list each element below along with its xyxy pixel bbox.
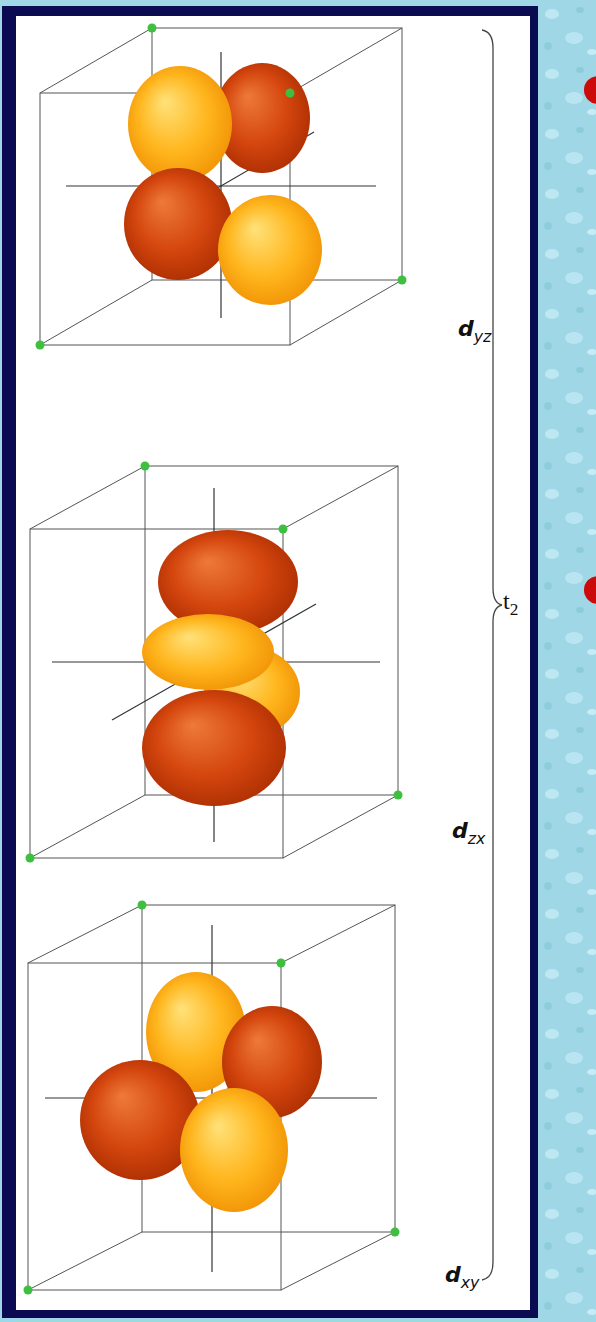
label-base: d	[458, 316, 474, 341]
curly-brace	[482, 30, 502, 1280]
orbital-label: dzx	[452, 818, 485, 844]
vertex-dots	[26, 462, 403, 863]
cube-frame	[28, 905, 395, 1290]
label-base: d	[445, 1262, 461, 1287]
axis-lines	[66, 52, 376, 318]
bullet-dot	[584, 76, 596, 104]
label-subscript: zx	[468, 829, 486, 848]
white-panel	[16, 16, 530, 1310]
panel-frame	[2, 6, 538, 1318]
dyz-orbital	[124, 63, 322, 305]
vertex-dots	[36, 24, 407, 350]
orbital-label: dxy	[445, 1262, 479, 1288]
bullet-dot	[584, 576, 596, 604]
orbital-label: dyz	[458, 316, 491, 342]
cube-frame	[30, 466, 398, 858]
label-subscript: yz	[474, 327, 492, 346]
axis-lines	[45, 925, 377, 1272]
axis-lines	[52, 488, 380, 842]
label-subscript: xy	[461, 1273, 480, 1292]
label-base: d	[452, 818, 468, 843]
dzx-orbital	[142, 530, 300, 806]
set-label: t2	[503, 587, 518, 616]
dxy-orbital	[80, 972, 322, 1212]
label-subscript: 2	[510, 600, 519, 619]
cube-frame	[40, 28, 402, 345]
vertex-dots	[24, 901, 400, 1295]
label-base: t	[503, 588, 510, 614]
